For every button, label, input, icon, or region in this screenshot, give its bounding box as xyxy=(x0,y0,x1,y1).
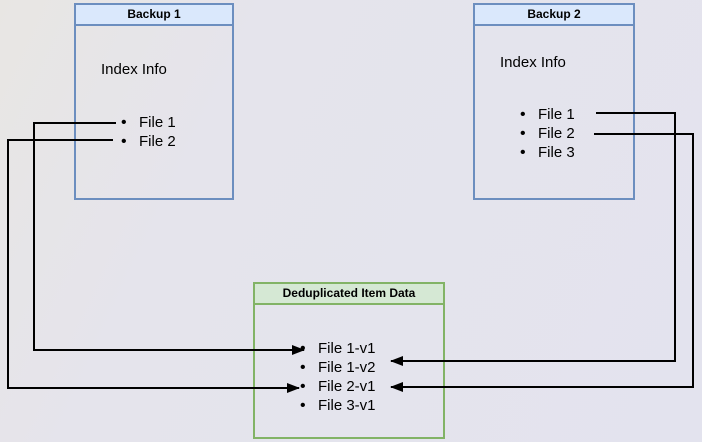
node-backup-1-header: Backup 1 xyxy=(76,5,232,26)
file-list-item: File 3-v1 xyxy=(255,396,443,415)
node-backup-1-file-list: File 1File 2 xyxy=(76,113,232,151)
node-backup-1-title: Backup 1 xyxy=(127,7,181,21)
node-backup-1: Backup 1 Index Info File 1File 2 xyxy=(74,3,234,200)
node-backup-2: Backup 2 Index Info File 1File 2File 3 xyxy=(473,3,635,200)
node-deduplicated-item-data-title: Deduplicated Item Data xyxy=(282,286,416,300)
node-backup-2-title: Backup 2 xyxy=(527,7,581,21)
node-deduplicated-item-data-file-list: File 1-v1File 1-v2File 2-v1File 3-v1 xyxy=(255,339,443,415)
node-deduplicated-item-data: Deduplicated Item Data File 1-v1File 1-v… xyxy=(253,282,445,439)
file-list-item: File 1 xyxy=(475,105,633,124)
file-list-item: File 2 xyxy=(475,124,633,143)
node-backup-2-header: Backup 2 xyxy=(475,5,633,26)
node-backup-1-index-info-label: Index Info xyxy=(101,61,167,78)
file-list-item: File 1-v1 xyxy=(255,339,443,358)
node-backup-2-file-list: File 1File 2File 3 xyxy=(475,105,633,162)
file-list-item: File 2-v1 xyxy=(255,377,443,396)
node-deduplicated-item-data-header: Deduplicated Item Data xyxy=(255,284,443,305)
file-list-item: File 2 xyxy=(76,132,232,151)
file-list-item: File 1 xyxy=(76,113,232,132)
file-list-item: File 3 xyxy=(475,143,633,162)
node-backup-2-index-info-label: Index Info xyxy=(500,54,566,71)
file-list-item: File 1-v2 xyxy=(255,358,443,377)
